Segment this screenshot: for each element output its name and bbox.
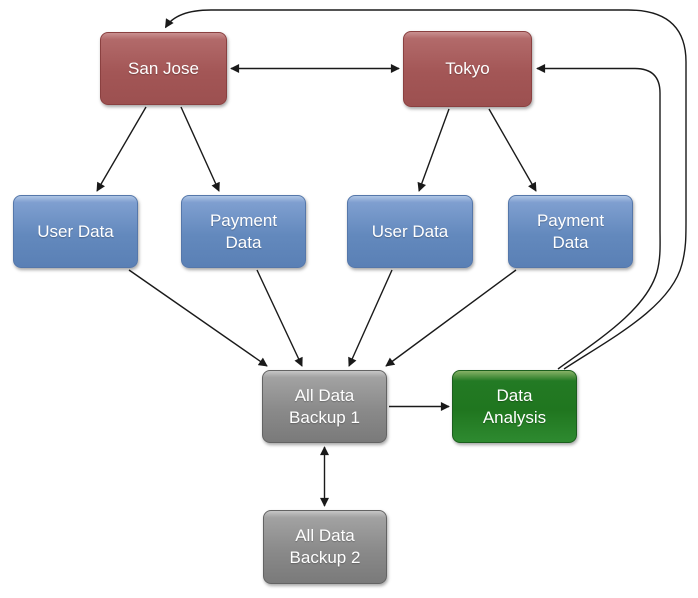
edge-paymentdata-west-backup1 [256, 269, 303, 367]
node-all-data-backup-1: All Data Backup 1 [262, 370, 387, 443]
node-user-data-east-label: User Data [371, 221, 449, 241]
node-payment-data-east: Payment Data [508, 195, 633, 268]
edge-paymentdata-east-backup1 [385, 269, 517, 367]
edge-sanjose-paymentdata-west [180, 106, 220, 192]
node-tokyo-label: Tokyo [445, 59, 490, 78]
node-payment-data-west: Payment Data [181, 195, 306, 268]
edge-dataanalysis-tokyo [536, 64, 661, 370]
edge-userdata-east-backup1 [348, 269, 393, 367]
edge-dataanalysis-sanjose [164, 9, 687, 370]
node-all-data-backup-1-label: All Data Backup 1 [289, 385, 360, 427]
node-user-data-west: User Data [13, 195, 138, 268]
node-user-data-east: User Data [347, 195, 473, 268]
node-user-data-west-label: User Data [37, 221, 114, 241]
node-all-data-backup-2: All Data Backup 2 [263, 510, 387, 584]
node-all-data-backup-2-label: All Data Backup 2 [289, 526, 361, 567]
edge-sanjose-userdata-west [96, 106, 147, 192]
node-data-analysis: Data Analysis [452, 370, 577, 443]
node-payment-data-west-label: Payment Data [209, 210, 278, 252]
node-san-jose-label: San Jose [128, 58, 199, 78]
edge-tokyo-paymentdata-east [488, 108, 537, 192]
edge-tokyo-userdata-east [417, 108, 450, 192]
node-san-jose: San Jose [100, 32, 227, 105]
node-data-analysis-label: Data Analysis [482, 385, 547, 427]
node-payment-data-east-label: Payment Data [536, 210, 605, 252]
node-tokyo: Tokyo [403, 31, 532, 107]
edge-userdata-west-backup1 [128, 269, 268, 367]
